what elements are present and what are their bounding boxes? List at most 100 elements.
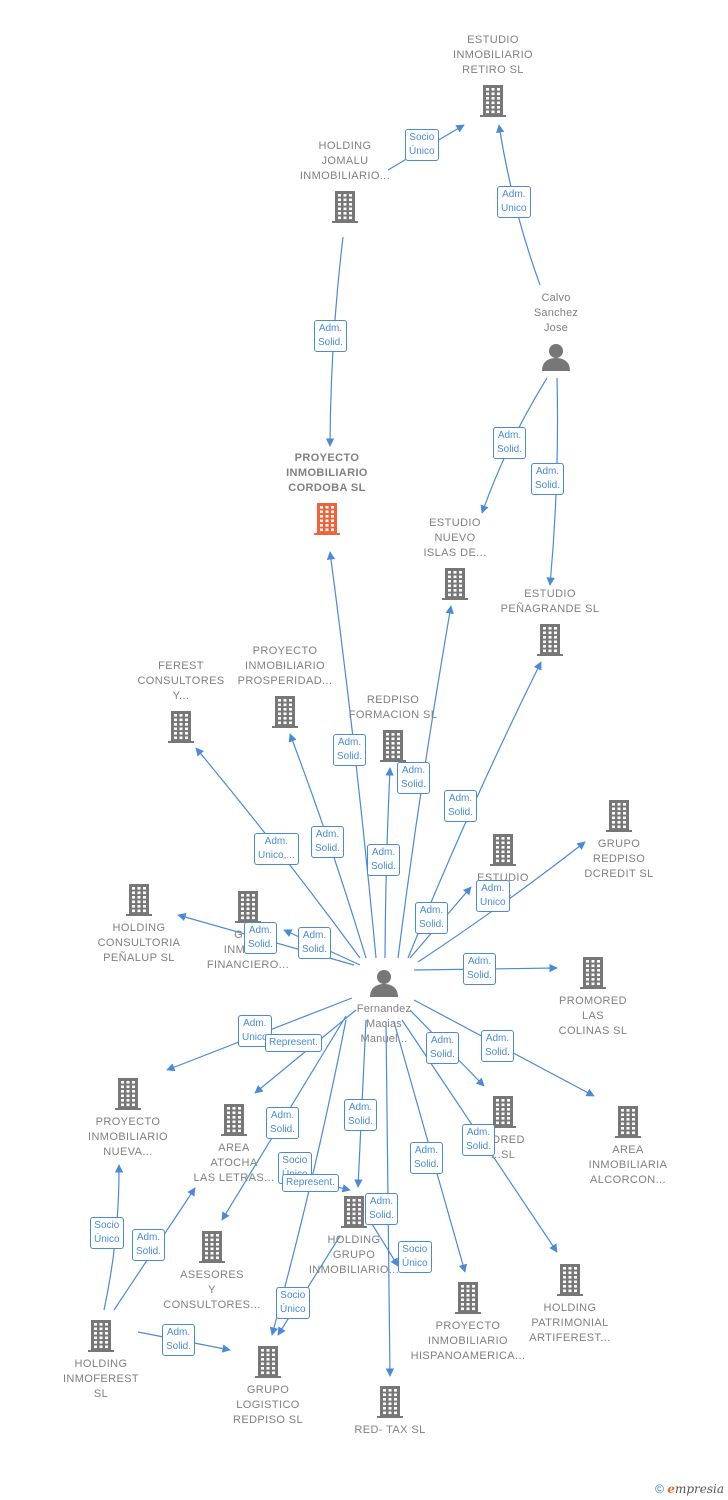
relation-badge[interactable]: Adm.Solid. (162, 1324, 196, 1356)
relation-badge[interactable]: Adm.Solid. (365, 1193, 399, 1225)
node-label-line: Y... (172, 690, 190, 702)
relation-badge[interactable]: Represent. (282, 1174, 339, 1192)
relation-badge[interactable]: Adm.Solid. (132, 1229, 166, 1261)
relation-badge[interactable]: Adm. Solid. (298, 927, 332, 959)
relation-badge[interactable]: Represent. (265, 1034, 322, 1052)
relation-label-line: Adm. (166, 1327, 191, 1338)
relation-badge[interactable]: Adm. Solid. (493, 427, 527, 459)
node-redtax[interactable]: RED- TAX SL (315, 1385, 465, 1438)
relation-badge[interactable]: Adm.Solid. (426, 1032, 460, 1064)
relation-badge[interactable]: Adm.Solid. (311, 826, 345, 858)
node-label-line: DCREDIT SL (584, 868, 654, 880)
relation-badge[interactable]: Adm.Solid. (463, 953, 497, 985)
node-label-line: LOGISTICO (236, 1399, 300, 1411)
relation-badge[interactable]: Adm.Solid. (344, 1099, 378, 1131)
relation-badge[interactable]: Adm.Unico,... (254, 833, 299, 865)
relation-badge[interactable]: Adm.Solid. (244, 922, 278, 954)
node-promored2[interactable]: ...ORED...SL (428, 1095, 578, 1163)
building-icon (490, 1096, 516, 1128)
relation-badge[interactable]: Adm.Solid. (481, 1030, 515, 1062)
person-icon (542, 344, 570, 371)
node-label-line: LAS (582, 1010, 604, 1022)
relation-badge[interactable]: Adm.Solid. (397, 762, 431, 794)
relation-label-line: Solid. (337, 751, 363, 762)
relation-label-line: Solid. (466, 1141, 492, 1152)
relation-label-line: Socio (409, 132, 435, 143)
node-label-line: INMOBILIARIA (588, 1159, 668, 1171)
node-label-line: LAS LETRAS... (193, 1172, 275, 1184)
relation-badge[interactable]: Adm.Solid. (266, 1107, 300, 1139)
relation-badge[interactable]: Adm.Solid. (367, 844, 401, 876)
relation-label-line: Solid. (419, 919, 445, 930)
relation-label-line: Adm. (497, 430, 522, 441)
node-label-line: AREA (218, 1142, 250, 1154)
relation-badge[interactable]: Adm.Solid. (410, 1142, 444, 1174)
relation-label-line: Solid. (448, 807, 474, 818)
relation-label-line: Adm. (485, 1033, 510, 1044)
relation-badge[interactable]: Adm.Unico (497, 186, 531, 218)
node-label-line: Macias (365, 1018, 403, 1030)
copyright-symbol: © (655, 1482, 664, 1496)
relation-label-line: Adm. (348, 1102, 373, 1113)
building-icon (332, 191, 358, 223)
node-label-line: HOLDING (112, 922, 166, 934)
node-label-line: INMOBILIARIO (286, 467, 368, 479)
relation-badge[interactable]: Adm.Solid. (531, 463, 565, 495)
relation-badge[interactable]: Adm.Solid. (333, 734, 367, 766)
building-icon (88, 1320, 114, 1352)
node-label-line: REDPISO SL (232, 1414, 304, 1426)
building-icon (455, 1282, 481, 1314)
relation-badge[interactable]: Adm.Solid. (462, 1124, 496, 1156)
relation-label-line: Adm. (467, 956, 492, 967)
relation-label-line: Adm. (136, 1232, 161, 1243)
relation-badge[interactable]: Adm.Solid. (314, 320, 348, 352)
relation-label-line: Adm. (302, 930, 327, 941)
relation-label-line: Adm. (315, 829, 340, 840)
edge-holding-grupo-to-logistico (277, 1235, 341, 1336)
relation-badge[interactable]: Adm.Unico (476, 880, 510, 912)
relation-label-line: Adm. (419, 905, 444, 916)
node-label-line: REDPISO (592, 853, 646, 865)
relation-label-line: Socio (94, 1220, 120, 1231)
node-label-line: CONSULTORES... (163, 1299, 261, 1311)
node-label-line: INMOBILIARIO... (308, 1264, 400, 1276)
building-icon (255, 1346, 281, 1378)
relation-badge[interactable]: Adm. Solid. (415, 902, 449, 934)
relation-label-line: Solid. (302, 944, 328, 955)
relation-badge[interactable]: Adm.Solid. (444, 790, 478, 822)
relation-label-line: Solid. (497, 444, 523, 455)
node-label-line: PEÑAGRANDE SL (500, 603, 600, 615)
